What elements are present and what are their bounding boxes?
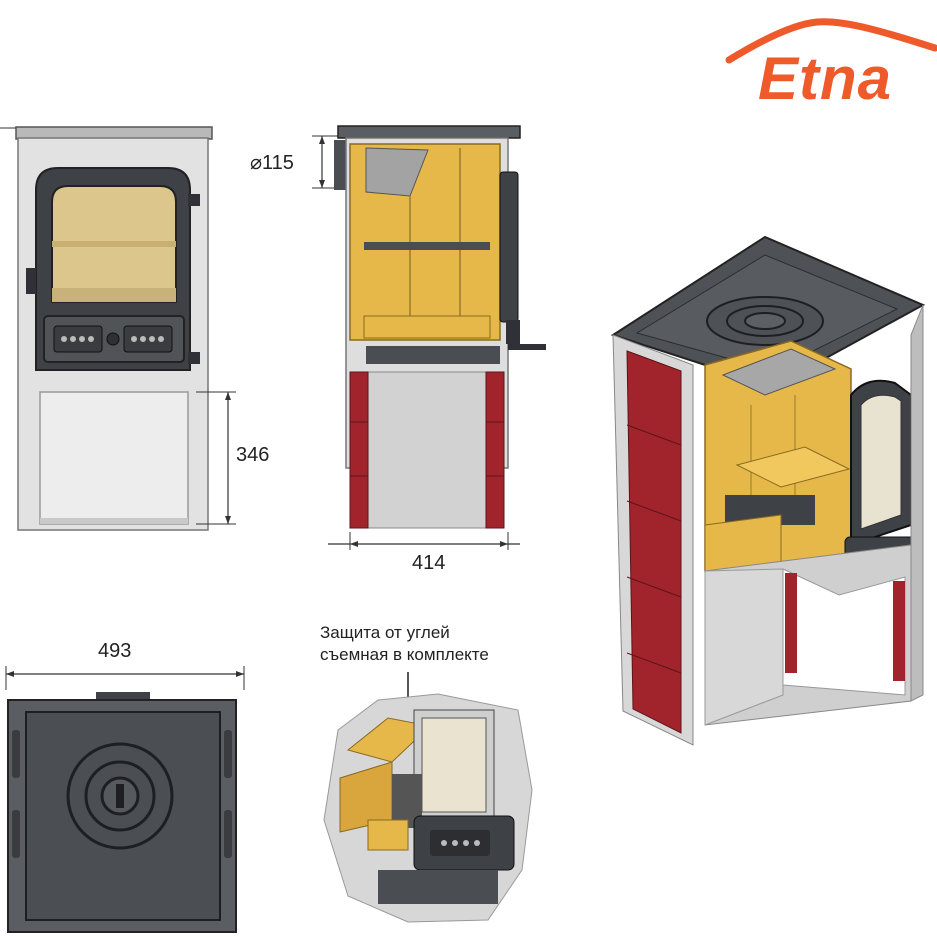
dimension-depth: 414: [412, 552, 446, 574]
callout-ember-guard-line2: съемная в комплекте: [320, 645, 489, 664]
cutaway-3d-view: [610, 235, 926, 746]
callout-ember-guard-line1: Защита от углей: [320, 623, 450, 642]
dimension-flue-diameter: ⌀115: [250, 152, 294, 174]
side-section-view: [312, 125, 546, 550]
top-view: [5, 666, 245, 933]
ember-guard-detail: [323, 672, 533, 923]
dimension-lower-height: 346: [236, 444, 270, 466]
brand-roof-arc: [725, 18, 937, 64]
brand-logo: Etna: [758, 45, 893, 112]
dimension-width: 493: [98, 640, 132, 662]
front-view: [0, 126, 236, 531]
